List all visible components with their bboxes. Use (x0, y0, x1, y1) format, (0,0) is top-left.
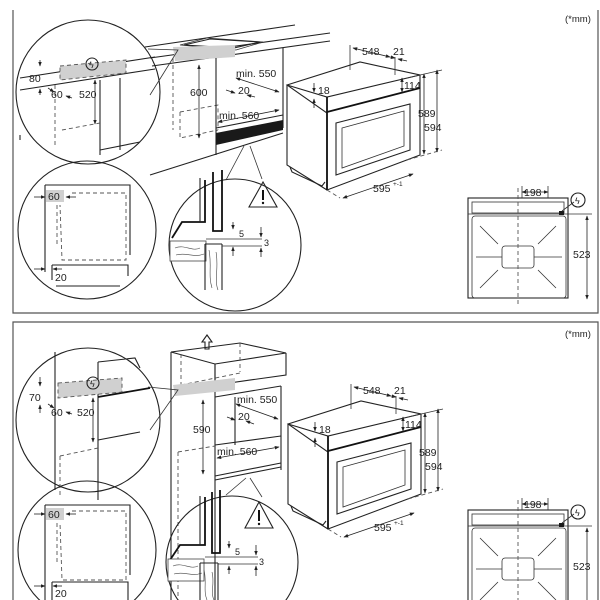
dim-connection-height-front: 523 (573, 561, 591, 573)
panel-frame (12, 10, 599, 314)
dim-gap-upper: 5 (239, 229, 244, 239)
dim-side-gap: 20 (55, 588, 67, 600)
dim-oven-panel: 114 (405, 419, 422, 431)
dim-min-width: min. 560 (219, 110, 259, 122)
detail-connection-top: ϟ 70 60 520 (15, 347, 179, 500)
dim-gap-upper: 5 (235, 547, 240, 557)
detail-side-offset: 60 20 (17, 160, 157, 300)
dim-oven-top: 18 (318, 85, 330, 97)
cabinet-drawing: 600 min. 550 20 min. 560 (19, 24, 331, 176)
unit-note: (*mm) (565, 329, 591, 340)
power-icon: ϟ (89, 60, 94, 70)
dim-oven-height-inner: 589 (419, 447, 437, 459)
panel-under-counter: (*mm) 600 min. 550 20 min. 560 (12, 10, 599, 314)
dim-oven-height-outer: 594 (425, 461, 443, 473)
dim-connection-height-front: 523 (573, 249, 591, 261)
dim-connection-height: 70 (29, 392, 41, 404)
dim-oven-height-outer: 594 (424, 122, 442, 134)
dim-gap: 20 (238, 411, 250, 423)
warning-icon (248, 180, 278, 208)
dim-oven-panel: 114 (404, 80, 421, 92)
power-icon-front: ϟ (575, 508, 580, 518)
ventilation-grille (216, 120, 283, 145)
dim-oven-width-tolerance: +-1 (394, 520, 404, 527)
dim-side-offset: 60 (48, 191, 60, 203)
dim-oven-depth: 548 (363, 385, 381, 397)
detail-floor-gap: 5 3 (165, 477, 299, 600)
dim-side-offset: 60 (48, 509, 60, 521)
panel-tall-cabinet: (*mm) 590 min. 550 20 min. 560 (12, 321, 599, 600)
detail-side-offset: 60 20 (17, 480, 157, 600)
panel-frame (12, 321, 599, 600)
dim-min-depth: min. 550 (236, 68, 276, 80)
power-icon-front: ϟ (575, 196, 580, 206)
dim-oven-front: 21 (393, 46, 405, 58)
dim-oven-width: 595 (374, 522, 392, 534)
oven-3d: 548 21 18 114 589 594 595 +-1 (287, 384, 444, 538)
dim-oven-top: 18 (319, 424, 331, 436)
dim-opening-height: 590 (193, 424, 211, 436)
power-icon: ϟ (90, 379, 95, 389)
dim-min-width: min. 560 (217, 446, 257, 458)
detail-floor-gap: 5 3 (168, 145, 302, 312)
ventilation-up-arrow-icon (200, 334, 214, 350)
dim-side-gap: 20 (55, 272, 67, 284)
dim-gap-lower: 3 (264, 238, 269, 248)
tall-cabinet-drawing: 590 min. 550 20 min. 560 (170, 342, 287, 600)
detail-connection-top: ϟ 80 60 520 (15, 19, 179, 165)
dim-oven-depth: 548 (362, 46, 380, 58)
warning-icon (244, 500, 274, 529)
dim-connection-drop: 520 (77, 407, 95, 419)
oven-front-view: 198 ϟ 523 (467, 498, 592, 600)
dim-opening-height: 600 (190, 87, 208, 99)
dim-connection-depth: 60 (51, 89, 63, 101)
oven-front-view: 198 ϟ 523 (467, 186, 592, 305)
oven-3d: 548 21 18 114 589 594 595 +-1 (286, 45, 443, 199)
dim-connection-drop: 520 (79, 89, 97, 101)
unit-note: (*mm) (565, 14, 591, 25)
dim-connection-offset: 198 (524, 499, 542, 511)
dim-connection-offset: 198 (524, 187, 542, 199)
dim-min-depth: min. 550 (237, 394, 277, 406)
dim-connection-height: 80 (29, 73, 41, 85)
dim-oven-width-tolerance: +-1 (393, 181, 403, 188)
dim-oven-height-inner: 589 (418, 108, 436, 120)
dim-gap: 20 (238, 85, 250, 97)
electrical-connection-zone (173, 45, 235, 61)
dim-gap-lower: 3 (259, 557, 264, 567)
dim-connection-depth: 60 (51, 407, 63, 419)
dim-oven-front: 21 (394, 385, 406, 397)
dim-oven-width: 595 (373, 183, 391, 195)
